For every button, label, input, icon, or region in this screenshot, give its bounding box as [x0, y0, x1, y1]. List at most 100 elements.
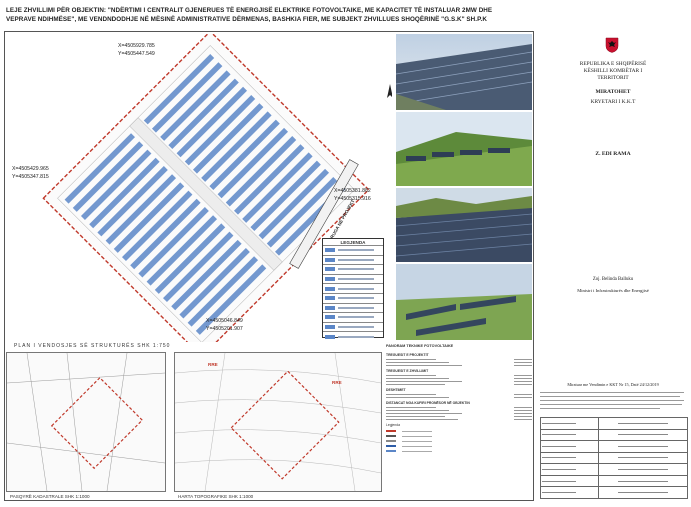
approved-label: MIRATOHET	[595, 89, 631, 95]
panel-row	[195, 264, 267, 335]
panel-row	[258, 168, 330, 240]
legend-text-line	[338, 268, 374, 271]
data-line	[386, 378, 532, 379]
data-subtitle-3: DESHTIMET	[386, 388, 406, 392]
legend-swatch	[325, 305, 335, 310]
deputy-name: Zoj. Belinda Balluku	[592, 277, 634, 282]
decision-text: Miratuar me Vendimin e KKT Nr 15, Datë 2…	[567, 382, 659, 387]
legend-row	[323, 245, 383, 255]
data-line	[386, 394, 532, 395]
panel-row	[234, 144, 305, 215]
panel-row	[171, 239, 242, 311]
legend-row	[323, 302, 383, 313]
coord-bottom-x: X=4505046.849	[206, 318, 243, 324]
internal-road	[129, 117, 283, 271]
data-subtitle-2: TREGUESIT E ZHVILLIMIT	[386, 369, 429, 373]
project-road	[289, 159, 359, 269]
cadastral-map	[6, 352, 166, 492]
legend-swatch	[325, 296, 335, 301]
data-line	[386, 381, 532, 382]
coord-left-x: X=4505429.965	[12, 166, 49, 172]
data-line	[386, 407, 532, 408]
panel-row	[176, 86, 248, 158]
panel-row	[250, 160, 321, 232]
panel-row	[105, 174, 177, 245]
panel-row	[130, 198, 201, 270]
data-lines-1	[386, 359, 532, 366]
panel-row	[184, 95, 256, 166]
approval-table-row	[539, 451, 688, 465]
panel-row	[154, 223, 226, 294]
panel-row	[138, 207, 209, 278]
approval-table-row	[539, 463, 688, 476]
panel-row	[242, 152, 313, 223]
legend-swatch	[325, 325, 335, 330]
legend-text-line	[338, 335, 374, 338]
approval-table-row	[539, 486, 688, 499]
approval-table-row	[539, 417, 688, 430]
coord-bottom-y: Y=4505201.907	[206, 326, 243, 332]
site-plan-svg	[42, 30, 393, 358]
panel-row	[160, 70, 231, 141]
data-subtitle-4: DISTANCAT NGA KUFIRI PRONËSOR NË OBJEKTI…	[386, 401, 470, 405]
coord-left-y: Y=4505347.815	[12, 174, 49, 180]
data-line	[386, 362, 532, 363]
panel-row	[163, 231, 234, 303]
republic-line-3: TERRITORIT	[597, 75, 629, 81]
drawing-frame	[4, 31, 534, 501]
legend-swatch	[325, 257, 335, 262]
data-line	[386, 384, 532, 385]
legend-row	[323, 321, 383, 332]
topographic-map	[174, 352, 382, 492]
panel-row	[225, 136, 297, 207]
data-line	[386, 359, 532, 360]
republic-line-1: REPUBLIKA E SHQIPËRISË	[579, 61, 647, 67]
data-lines-4	[386, 407, 532, 420]
technical-data-block: PANORAM TEKNIKE FOTOVOLTAIKE TREGUESIT E…	[386, 344, 532, 494]
panel-row	[113, 182, 185, 253]
plan-legend: LEGJENDA	[322, 238, 384, 339]
legend-text-line	[338, 249, 374, 252]
data-line	[386, 413, 532, 414]
panel-row	[179, 248, 250, 319]
approval-table-row	[539, 474, 688, 488]
legend-text-line	[338, 306, 374, 309]
approval-table-row	[539, 428, 688, 442]
legend-text-line	[338, 258, 374, 261]
approval-panel: REPUBLIKA E SHQIPËRISË KËSHILLI KOMBËTAR…	[538, 31, 688, 501]
legend-text-line	[338, 326, 374, 329]
ministry-name: Ministri i Infrastrukturës dhe Energjisë	[577, 288, 649, 293]
north-arrow-icon	[387, 84, 393, 98]
topographic-caption: HARTA TOPOGRAFIKE SHK 1:1000	[178, 494, 254, 499]
data-legend-item	[386, 445, 532, 447]
data-legend-item	[386, 450, 532, 452]
approval-table-row	[539, 440, 688, 453]
header-line-1: LEJE ZHVILLIMI PËR OBJEKTIN: "NDËRTIMI I…	[6, 7, 493, 14]
legend-swatch	[325, 267, 335, 272]
data-legend-item	[386, 435, 532, 437]
legend-swatch	[325, 286, 335, 291]
coord-top-x: X=4505929.785	[118, 43, 155, 49]
decision-summary	[540, 389, 686, 413]
legend-swatch	[325, 277, 335, 282]
photo-2	[396, 112, 532, 186]
panel-row	[146, 215, 218, 286]
legend-row	[323, 254, 383, 265]
panel-row	[89, 157, 160, 229]
data-line	[386, 419, 532, 420]
panel-row	[72, 141, 144, 212]
cadastral-caption: PASQYRË KADASTRALE SHK 1:1000	[10, 494, 90, 499]
albania-emblem-icon	[605, 37, 619, 53]
plan-legend-title: LEGJENDA	[340, 240, 366, 245]
kkt-chair-label: KRYETARI I K.K.T	[590, 99, 636, 105]
photo-3	[396, 188, 532, 262]
data-line	[386, 410, 532, 411]
panel-row	[187, 256, 259, 327]
photo-4	[396, 264, 532, 340]
legend-row	[323, 283, 383, 293]
legend-swatch	[325, 248, 335, 253]
approval-table	[539, 417, 688, 499]
legend-row	[323, 273, 383, 284]
panel-row	[201, 111, 272, 182]
panel-row	[217, 127, 289, 199]
